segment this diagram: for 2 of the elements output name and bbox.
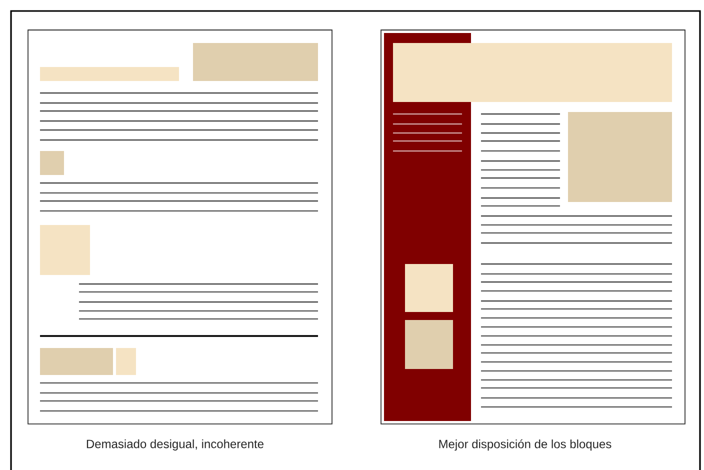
caption: Demasiado desigual, incoherente — [86, 439, 264, 451]
caption: Mejor disposición de los bloques — [439, 439, 612, 451]
